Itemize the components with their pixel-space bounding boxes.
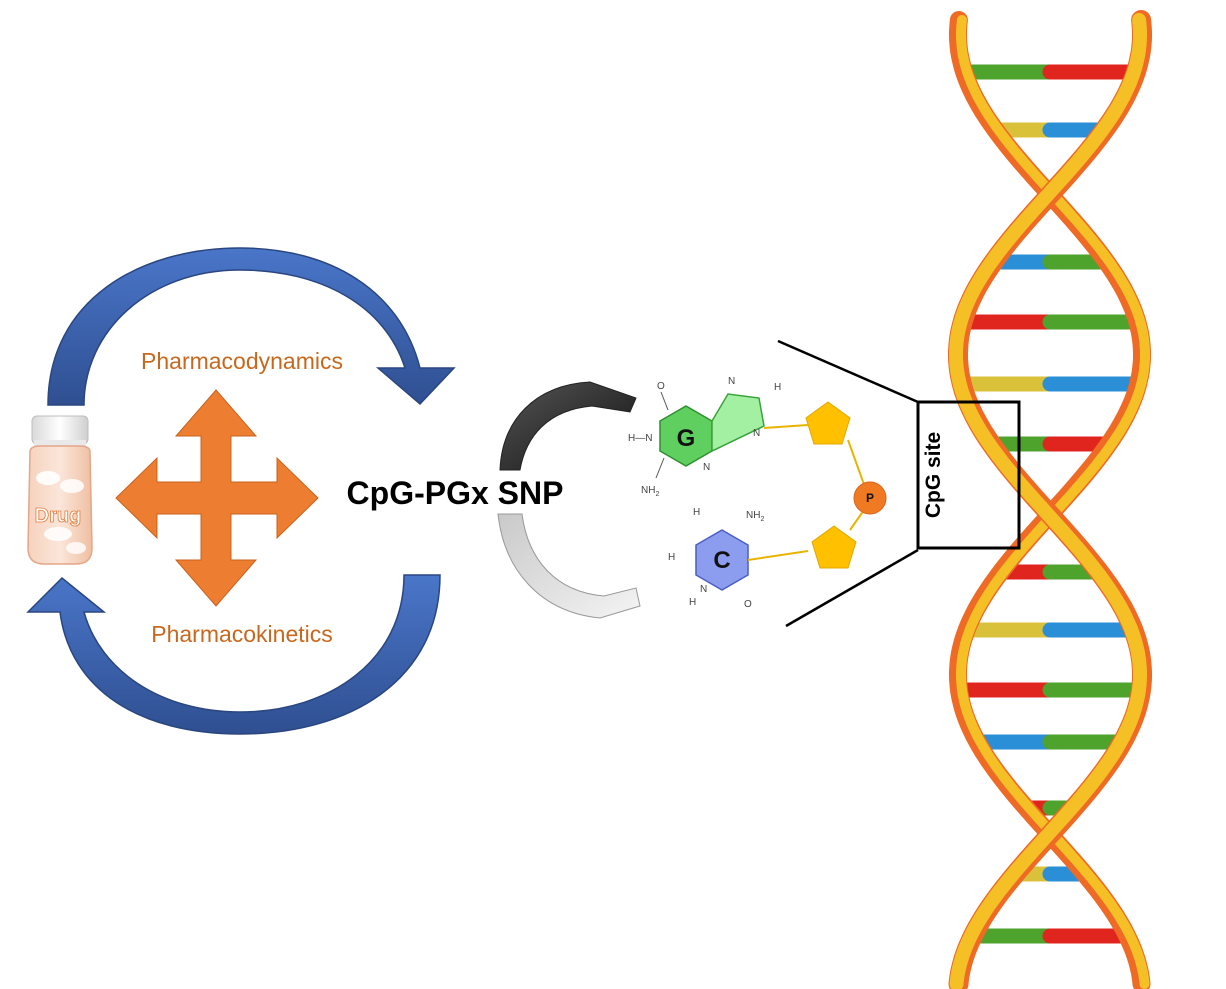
- cycle-arrow-icon: [26, 574, 441, 735]
- dna-strand-orange-highlight: [956, 15, 1150, 989]
- drug-bottle-icon: Drug: [27, 415, 93, 565]
- hydrogen-atom: H: [774, 382, 781, 393]
- nitrogen-atom: N: [703, 462, 710, 473]
- guanine-letter: G: [677, 425, 696, 452]
- sugar-phosphate-backbone: P: [747, 401, 887, 569]
- zoom-line-top: [777, 339, 919, 404]
- hydrogen-atom: H: [689, 597, 696, 608]
- cpg-site-box: [916, 400, 1021, 550]
- drug-label: Drug: [35, 505, 82, 527]
- guanine-molecule: G O H—N N H N N NH2: [628, 376, 781, 498]
- split-ring-icon: [497, 381, 641, 619]
- pharmacokinetics-label: Pharmacokinetics: [151, 621, 333, 647]
- pharmacodynamics-label: Pharmacodynamics: [141, 348, 343, 374]
- phosphate-letter: P: [866, 491, 874, 505]
- cpg-pgx-snp-label: CpG-PGx SNP: [347, 475, 564, 511]
- amine-atom: NH2: [641, 485, 659, 498]
- cytosine-letter: C: [713, 547, 730, 574]
- hydrogen-atom: H: [693, 507, 700, 518]
- zoom-line-bottom: [785, 548, 919, 628]
- cytosine-molecule: C H NH2 H N H O: [668, 507, 764, 610]
- nitrogen-atom: N: [728, 376, 735, 387]
- oxygen-atom: O: [744, 599, 752, 610]
- hydrogen-atom: H: [668, 552, 675, 563]
- amine-atom: NH2: [746, 510, 764, 523]
- dna-helix-icon: [948, 10, 1152, 989]
- nitrogen-atom: N: [753, 428, 760, 439]
- cycle-arrow-icon: [47, 247, 456, 406]
- dna-strand-yellow: [949, 13, 1147, 989]
- nitrogen-atom: N: [700, 584, 707, 595]
- four-way-arrow-icon: [115, 389, 319, 607]
- oxygen-atom: O: [657, 381, 665, 392]
- cpg-site-label: CpG site: [922, 432, 945, 518]
- imine-atom: H—N: [628, 433, 652, 444]
